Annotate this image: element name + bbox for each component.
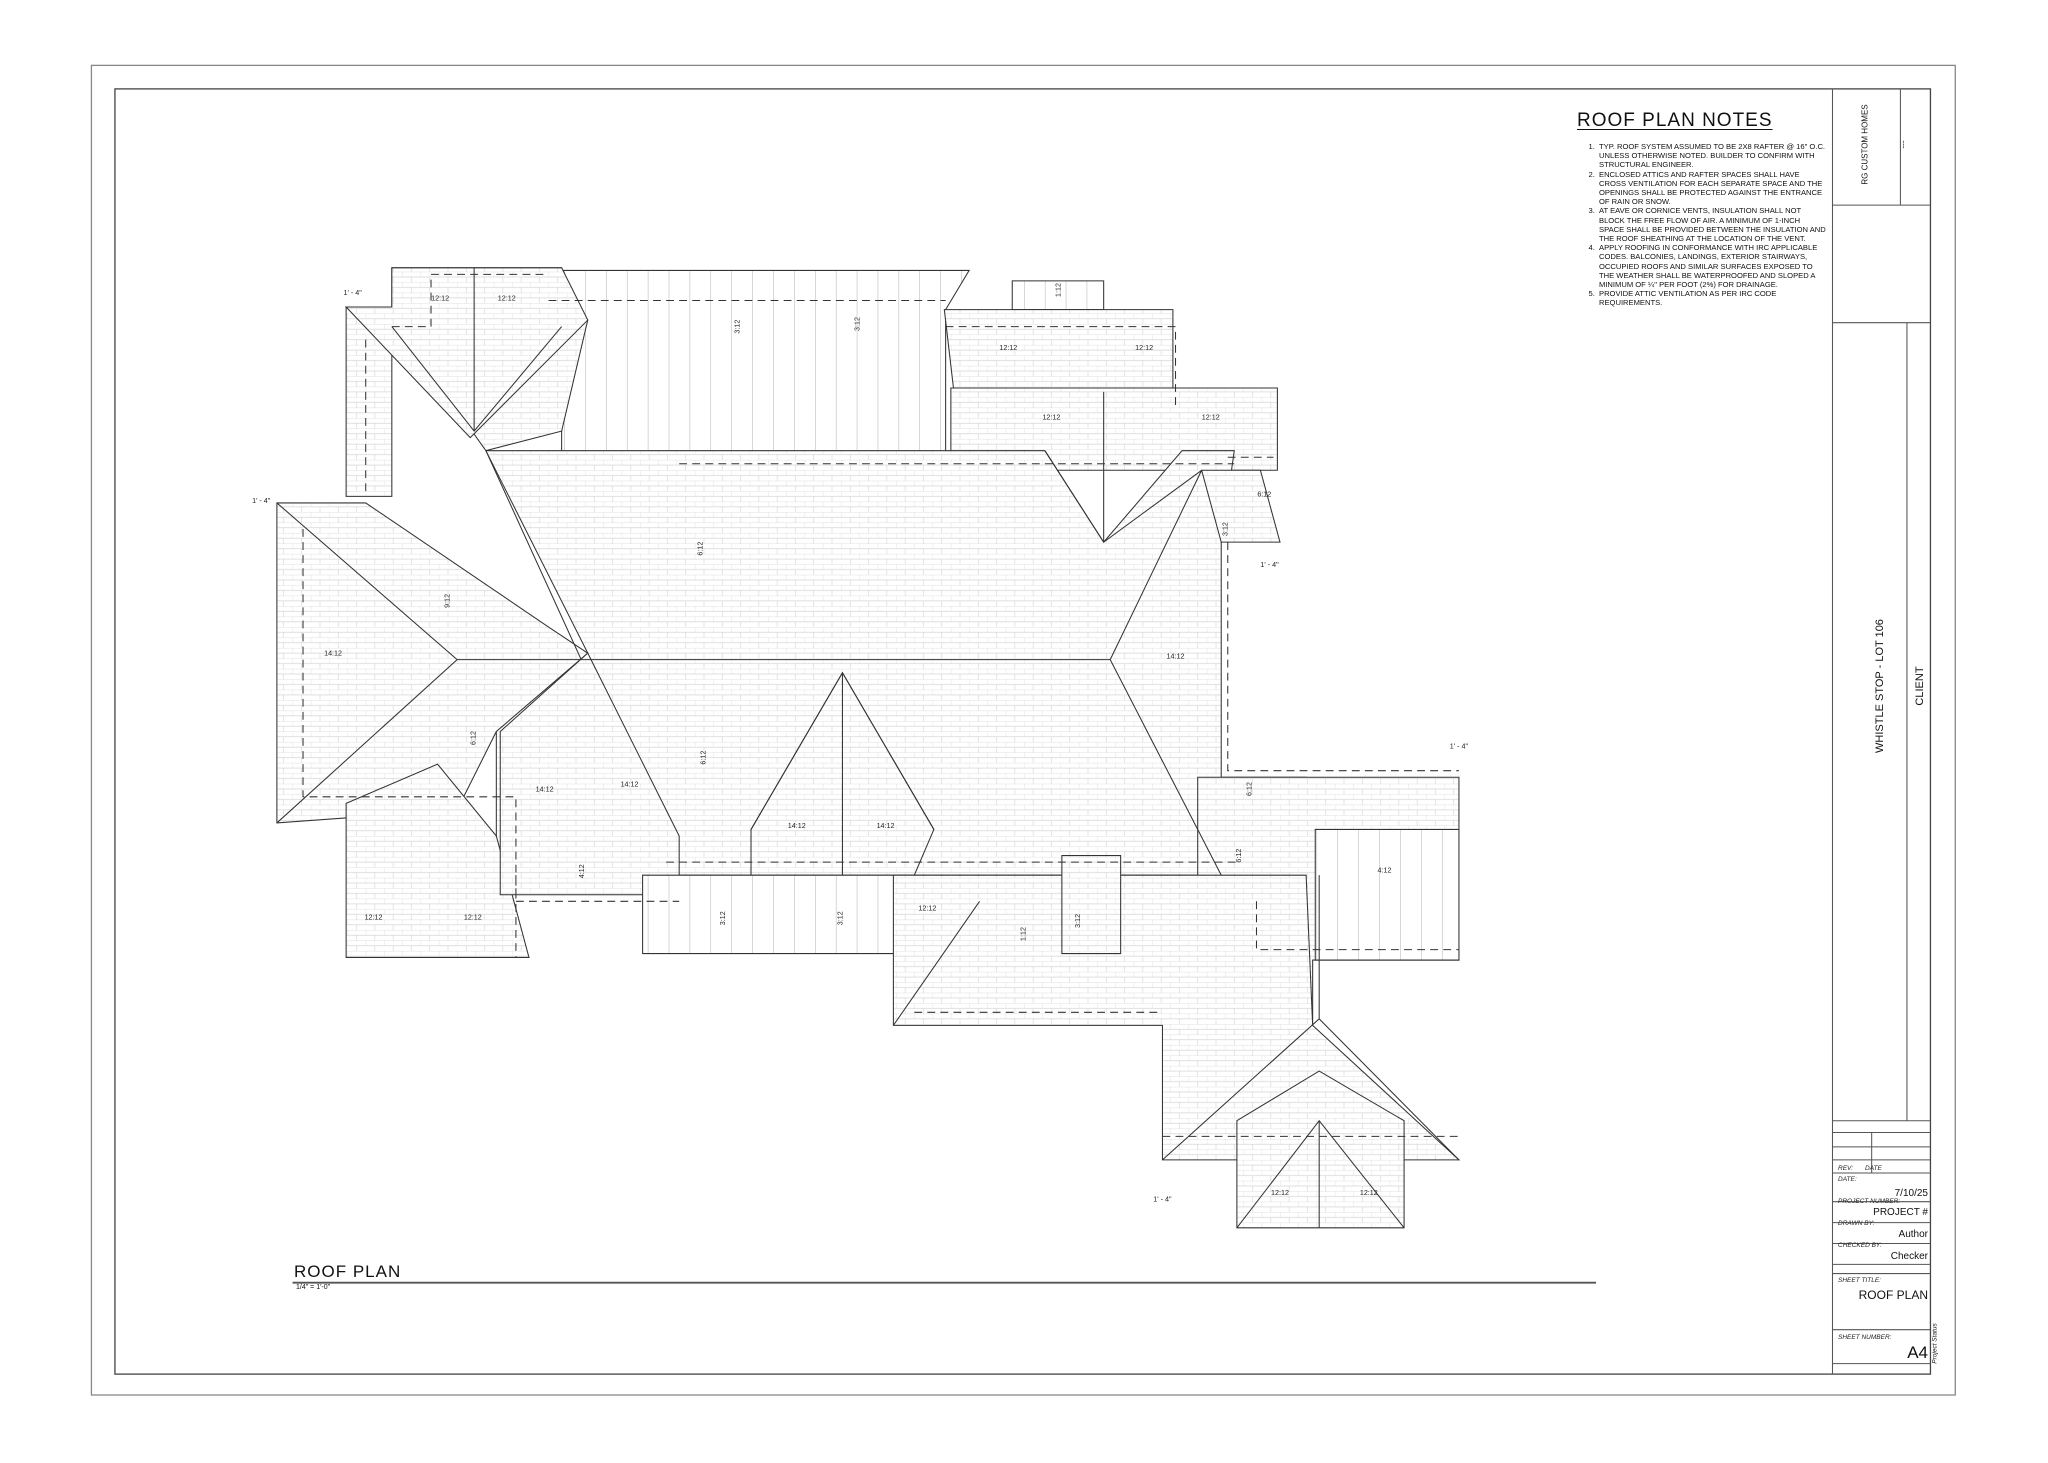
company-sub: ---: [1898, 140, 1908, 149]
company-name: RG CUSTOM HOMES: [1860, 104, 1870, 185]
sheet-number-label: SHEET NUMBER:: [1838, 1334, 1892, 1341]
slope-label: 12:12: [431, 294, 449, 302]
sheet-number-value: A4: [1907, 1343, 1928, 1362]
dimension-label: 1' - 4": [1260, 561, 1279, 569]
note-item: ENCLOSED ATTICS AND RAFTER SPACES SHALL …: [1597, 170, 1827, 207]
slope-label: 6:12: [697, 542, 705, 556]
slope-label: 4:12: [578, 864, 586, 878]
slope-label: 12:12: [1360, 1189, 1378, 1197]
note-item: APPLY ROOFING IN CONFORMANCE WITH IRC AP…: [1597, 243, 1827, 289]
dimension-label: 1' - 4": [344, 289, 363, 297]
slope-label: 3:12: [836, 911, 844, 925]
dimension-label: 1' - 4": [252, 497, 271, 505]
slope-label: 4:12: [1378, 867, 1392, 875]
slope-label: 1:12: [1019, 927, 1027, 941]
slope-label: 6:12: [1245, 782, 1253, 796]
dimension-label: 1' - 4": [1153, 1196, 1172, 1204]
slope-label: 12:12: [1271, 1189, 1289, 1197]
checked-by-value: Checker: [1890, 1251, 1928, 1262]
slope-label: 14:12: [324, 650, 342, 658]
project-number-label: PROJECT NUMBER:: [1838, 1198, 1901, 1205]
dimension-label: 1' - 4": [1450, 742, 1469, 750]
slope-label: 14:12: [877, 822, 895, 830]
slope-label: 12:12: [999, 344, 1017, 352]
slope-label: 9:12: [443, 594, 451, 608]
slope-label: 12:12: [1202, 413, 1220, 421]
slope-label: 12:12: [365, 914, 383, 922]
drawn-by-value: Author: [1898, 1229, 1928, 1240]
note-item: PROVIDE ATTIC VENTILATION AS PER IRC COD…: [1597, 289, 1827, 307]
date-value: 7/10/25: [1894, 1188, 1928, 1199]
slope-label: 14:12: [1167, 652, 1185, 660]
slope-label: 14:12: [788, 822, 806, 830]
inner-border: [114, 88, 1932, 1375]
note-item: AT EAVE OR CORNICE VENTS, INSULATION SHA…: [1597, 206, 1827, 243]
slope-label: 12:12: [1042, 413, 1060, 421]
slope-label: 6:12: [1257, 490, 1271, 498]
slope-label: 12:12: [1135, 344, 1153, 352]
slope-label: 12:12: [918, 904, 936, 912]
checked-by-label: CHECKED BY:: [1838, 1242, 1882, 1249]
slope-label: 1:12: [1055, 283, 1063, 297]
roof-plan-notes: ROOF PLAN NOTES TYP. ROOF SYSTEM ASSUMED…: [1577, 110, 1827, 308]
drawn-by-label: DRAWN BY:: [1838, 1220, 1875, 1227]
outer-border: [90, 64, 1956, 1396]
slope-label: 12:12: [498, 294, 516, 302]
project-status: Project Status: [1931, 1323, 1939, 1364]
slope-label: 3:12: [719, 911, 727, 925]
note-item: TYP. ROOF SYSTEM ASSUMED TO BE 2X8 RAFTE…: [1597, 142, 1827, 170]
slope-label: 6:12: [699, 751, 707, 765]
roof-plan-drawing: [276, 267, 1461, 1229]
project-number-value: PROJECT #: [1873, 1207, 1928, 1218]
slope-label: 12:12: [464, 914, 482, 922]
slope-label: 3:12: [853, 317, 861, 331]
slope-label: 6:12: [469, 731, 477, 745]
date-column-label: DATE: [1865, 1165, 1882, 1172]
project-name: WHISTLE STOP - LOT 106: [1874, 619, 1886, 753]
slope-label: 3:12: [733, 320, 741, 334]
drawing-title: ROOF PLAN: [294, 1262, 402, 1281]
title-block: [1831, 88, 1931, 1375]
sheet-title-label: SHEET TITLE:: [1838, 1277, 1881, 1284]
slope-label: 3:12: [1222, 522, 1230, 536]
date-label: DATE:: [1838, 1176, 1857, 1183]
slope-labels: 12:12 12:12 3:12 3:12 1:12 12:12 12:12 1…: [252, 283, 1468, 1204]
drawing-scale: 1/4" = 1'-0": [296, 1284, 331, 1291]
sheet-title-value: ROOF PLAN: [1858, 1288, 1928, 1302]
notes-title: ROOF PLAN NOTES: [1577, 110, 1773, 131]
client-name: CLIENT: [1914, 666, 1926, 706]
slope-label: 14:12: [621, 780, 639, 788]
slope-label: 3:12: [1074, 914, 1082, 928]
slope-label: 6:12: [1235, 849, 1243, 863]
rev-label: REV:: [1838, 1165, 1854, 1172]
slope-label: 14:12: [536, 786, 554, 794]
